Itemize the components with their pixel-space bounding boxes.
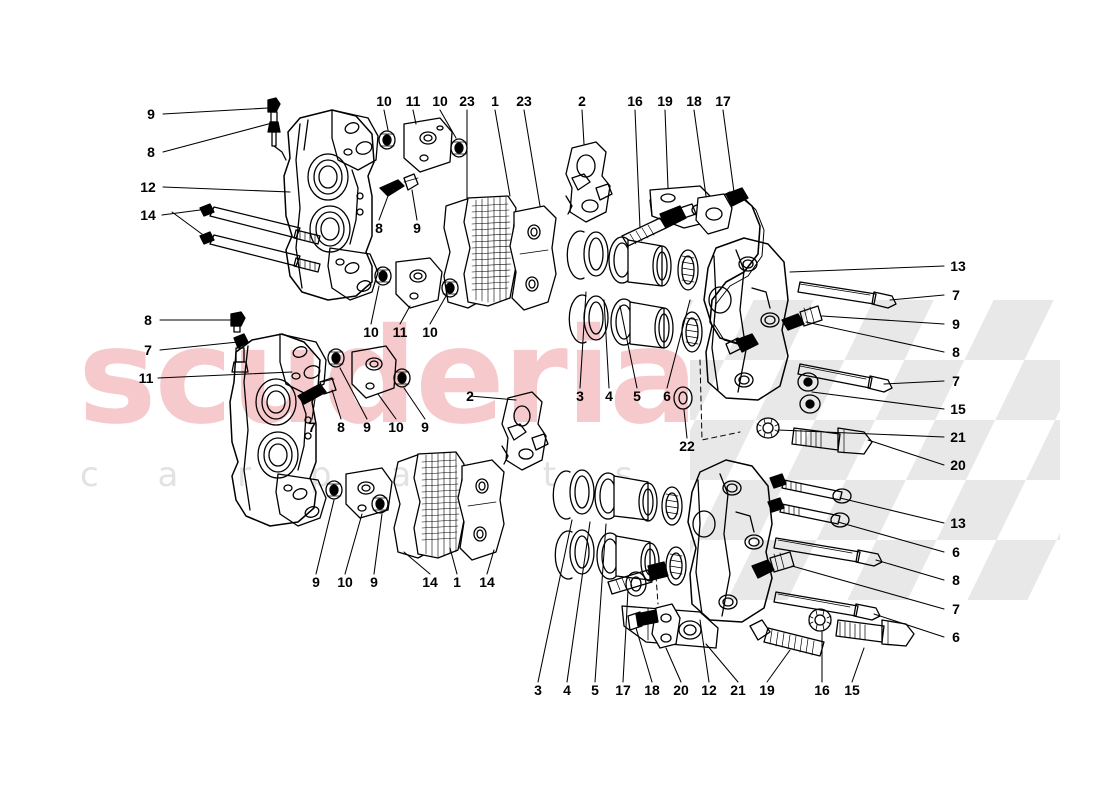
upper-left-retaining-hardware <box>374 117 468 309</box>
callout-m-7-b: 7 <box>308 419 316 435</box>
callout-m-2-b: 2 <box>466 388 474 404</box>
callout-bt-17-a: 17 <box>615 682 631 698</box>
callout-r-8-b: 8 <box>952 572 960 588</box>
callout-m-3-a: 3 <box>576 388 584 404</box>
callout-m-9-b: 9 <box>363 419 371 435</box>
callout-m-22-a: 22 <box>679 438 695 454</box>
leader-lines <box>157 107 945 683</box>
callout-b-14-a: 14 <box>422 574 438 590</box>
bracket-lower-2 <box>501 391 549 471</box>
lower-brake-pads <box>393 451 505 561</box>
callout-t-11-a: 11 <box>405 93 421 109</box>
callout-t-18-a: 18 <box>686 93 702 109</box>
caliper-upper-left <box>199 97 419 301</box>
callout-l-12-a: 12 <box>140 179 156 195</box>
callout-t-10-b: 10 <box>432 93 448 109</box>
callout-m-6-a: 6 <box>663 388 671 404</box>
callout-bt-15-a: 15 <box>844 682 860 698</box>
callout-m-11-b: 11 <box>392 324 408 340</box>
callout-m-10-d: 10 <box>422 324 438 340</box>
callout-bt-19-a: 19 <box>759 682 775 698</box>
callout-m-9-c: 9 <box>421 419 429 435</box>
callout-t-23-b: 23 <box>516 93 532 109</box>
caliper-lower-right <box>552 459 915 657</box>
callout-l-11-a: 11 <box>138 370 154 386</box>
callout-b-9-a: 9 <box>312 574 320 590</box>
upper-brake-pads <box>443 195 557 311</box>
callout-r-9-a: 9 <box>952 316 960 332</box>
caliper-upper-right <box>566 185 823 441</box>
callout-b-1-a: 1 <box>453 574 461 590</box>
callout-l-8-a: 8 <box>147 144 155 160</box>
callout-bt-18-a: 18 <box>644 682 660 698</box>
callout-bt-3-a: 3 <box>534 682 542 698</box>
callout-m-5-a: 5 <box>633 388 641 404</box>
callout-t-16-a: 16 <box>627 93 643 109</box>
callout-b-14-b: 14 <box>479 574 495 590</box>
callout-l-7-a: 7 <box>144 342 152 358</box>
callout-r-7-b: 7 <box>952 373 960 389</box>
callout-b-10-a: 10 <box>337 574 353 590</box>
callout-t-23-a: 23 <box>459 93 475 109</box>
callout-t-10-a: 10 <box>376 93 392 109</box>
callout-m-10-e: 10 <box>388 419 404 435</box>
callout-r-13-a: 13 <box>950 258 966 274</box>
callout-t-17-a: 17 <box>715 93 731 109</box>
callout-r-13-b: 13 <box>950 515 966 531</box>
callout-bt-20-a: 20 <box>673 682 689 698</box>
callout-r-15-a: 15 <box>950 401 966 417</box>
callout-r-8-a: 8 <box>952 344 960 360</box>
callout-bt-21-a: 21 <box>730 682 746 698</box>
callout-m-8-c: 8 <box>337 419 345 435</box>
callout-l-8-b: 8 <box>144 312 152 328</box>
callout-t-19-a: 19 <box>657 93 673 109</box>
callout-r-6-b: 6 <box>952 629 960 645</box>
callout-r-21-a: 21 <box>950 429 966 445</box>
callout-m-8-a: 8 <box>375 220 383 236</box>
callout-l-14-a: 14 <box>140 207 156 223</box>
callout-t-1-a: 1 <box>491 93 499 109</box>
callout-b-9-b: 9 <box>370 574 378 590</box>
callout-t-2-a: 2 <box>578 93 586 109</box>
callout-r-7-a: 7 <box>952 287 960 303</box>
bracket-upper-2 <box>565 141 613 223</box>
callout-bt-5-a: 5 <box>591 682 599 698</box>
callout-bt-16-a: 16 <box>814 682 830 698</box>
lower-right-fasteners <box>751 473 883 621</box>
callout-bt-4-a: 4 <box>563 682 571 698</box>
callout-l-9-a: 9 <box>147 106 155 122</box>
caliper-lower-left <box>229 311 337 527</box>
callout-r-20-a: 20 <box>950 457 966 473</box>
callout-bt-12-a: 12 <box>701 682 717 698</box>
callout-m-10-c: 10 <box>363 324 379 340</box>
upper-right-fasteners <box>756 281 897 455</box>
lower-left-retaining-hardware <box>325 345 411 519</box>
callout-r-6-a: 6 <box>952 544 960 560</box>
callout-m-4-a: 4 <box>605 388 613 404</box>
callout-m-9-a: 9 <box>413 220 421 236</box>
callout-r-7-c: 7 <box>952 601 960 617</box>
